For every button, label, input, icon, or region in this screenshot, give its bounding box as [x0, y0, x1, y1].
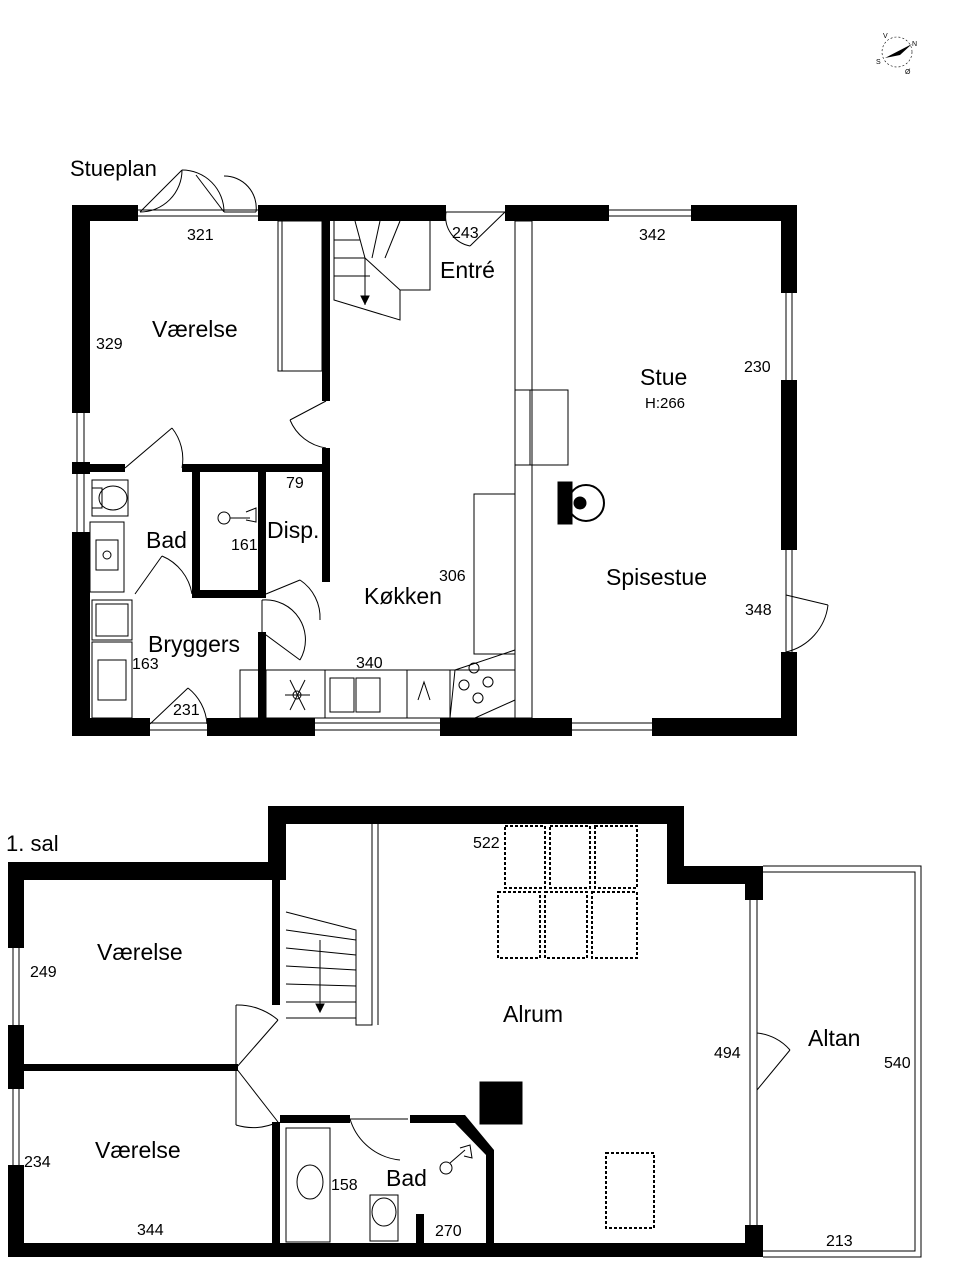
dim-243: 243: [452, 225, 479, 242]
dim-234: 234: [24, 1154, 51, 1171]
compass-east: Ø: [905, 69, 911, 76]
dim-213: 213: [826, 1233, 853, 1250]
room-vaerelse-2: Værelse: [95, 1137, 181, 1163]
room-kokken: Køkken: [364, 583, 442, 609]
dim-230: 230: [744, 359, 771, 376]
dim-231: 231: [173, 702, 200, 719]
dim-249: 249: [30, 964, 57, 981]
dim-161: 161: [231, 537, 258, 554]
compass-north: N: [912, 41, 917, 48]
dim-79: 79: [286, 475, 304, 492]
dim-321: 321: [187, 227, 214, 244]
dim-344: 344: [137, 1222, 164, 1239]
compass-west: V: [883, 33, 888, 40]
room-alrum: Alrum: [503, 1001, 563, 1027]
room-disp: Disp.: [267, 517, 319, 543]
ground-floor-labels: Stueplan Værelse Entré Stue H:266 Spises…: [70, 156, 772, 719]
first-floor-walls: [8, 806, 763, 1257]
first-floor-fixtures: [285, 824, 922, 1258]
dim-494: 494: [714, 1045, 741, 1062]
ground-floor-title: Stueplan: [70, 156, 157, 181]
stue-height: H:266: [645, 395, 685, 412]
ground-floor-windows: [76, 209, 793, 731]
ground-floor-fixtures: [89, 220, 605, 719]
dim-342: 342: [639, 227, 666, 244]
dim-540: 540: [884, 1055, 911, 1072]
dim-270: 270: [435, 1223, 462, 1240]
dim-348: 348: [745, 602, 772, 619]
room-stue: Stue: [640, 364, 687, 390]
room-vaerelse: Værelse: [152, 316, 238, 342]
compass: N Ø S V: [876, 33, 917, 76]
room-altan: Altan: [808, 1025, 860, 1051]
dim-158: 158: [331, 1177, 358, 1194]
room-bad: Bad: [146, 527, 187, 553]
dim-340: 340: [356, 655, 383, 672]
dim-329: 329: [96, 336, 123, 353]
room-entre: Entré: [440, 257, 495, 283]
room-bad-1: Bad: [386, 1165, 427, 1191]
first-floor-doors: [235, 1004, 791, 1161]
dim-306: 306: [439, 568, 466, 585]
room-vaerelse-1: Værelse: [97, 939, 183, 965]
dim-522: 522: [473, 835, 500, 852]
compass-south: S: [876, 59, 881, 66]
dim-163: 163: [132, 656, 159, 673]
ground-floor-walls: [72, 205, 797, 736]
ground-floor-doors: [124, 169, 829, 725]
first-floor-title: 1. sal: [6, 831, 59, 856]
room-spisestue: Spisestue: [606, 564, 707, 590]
first-floor-labels: 1. sal Værelse Værelse Alrum Altan Bad 5…: [6, 831, 911, 1250]
room-bryggers: Bryggers: [148, 631, 240, 657]
